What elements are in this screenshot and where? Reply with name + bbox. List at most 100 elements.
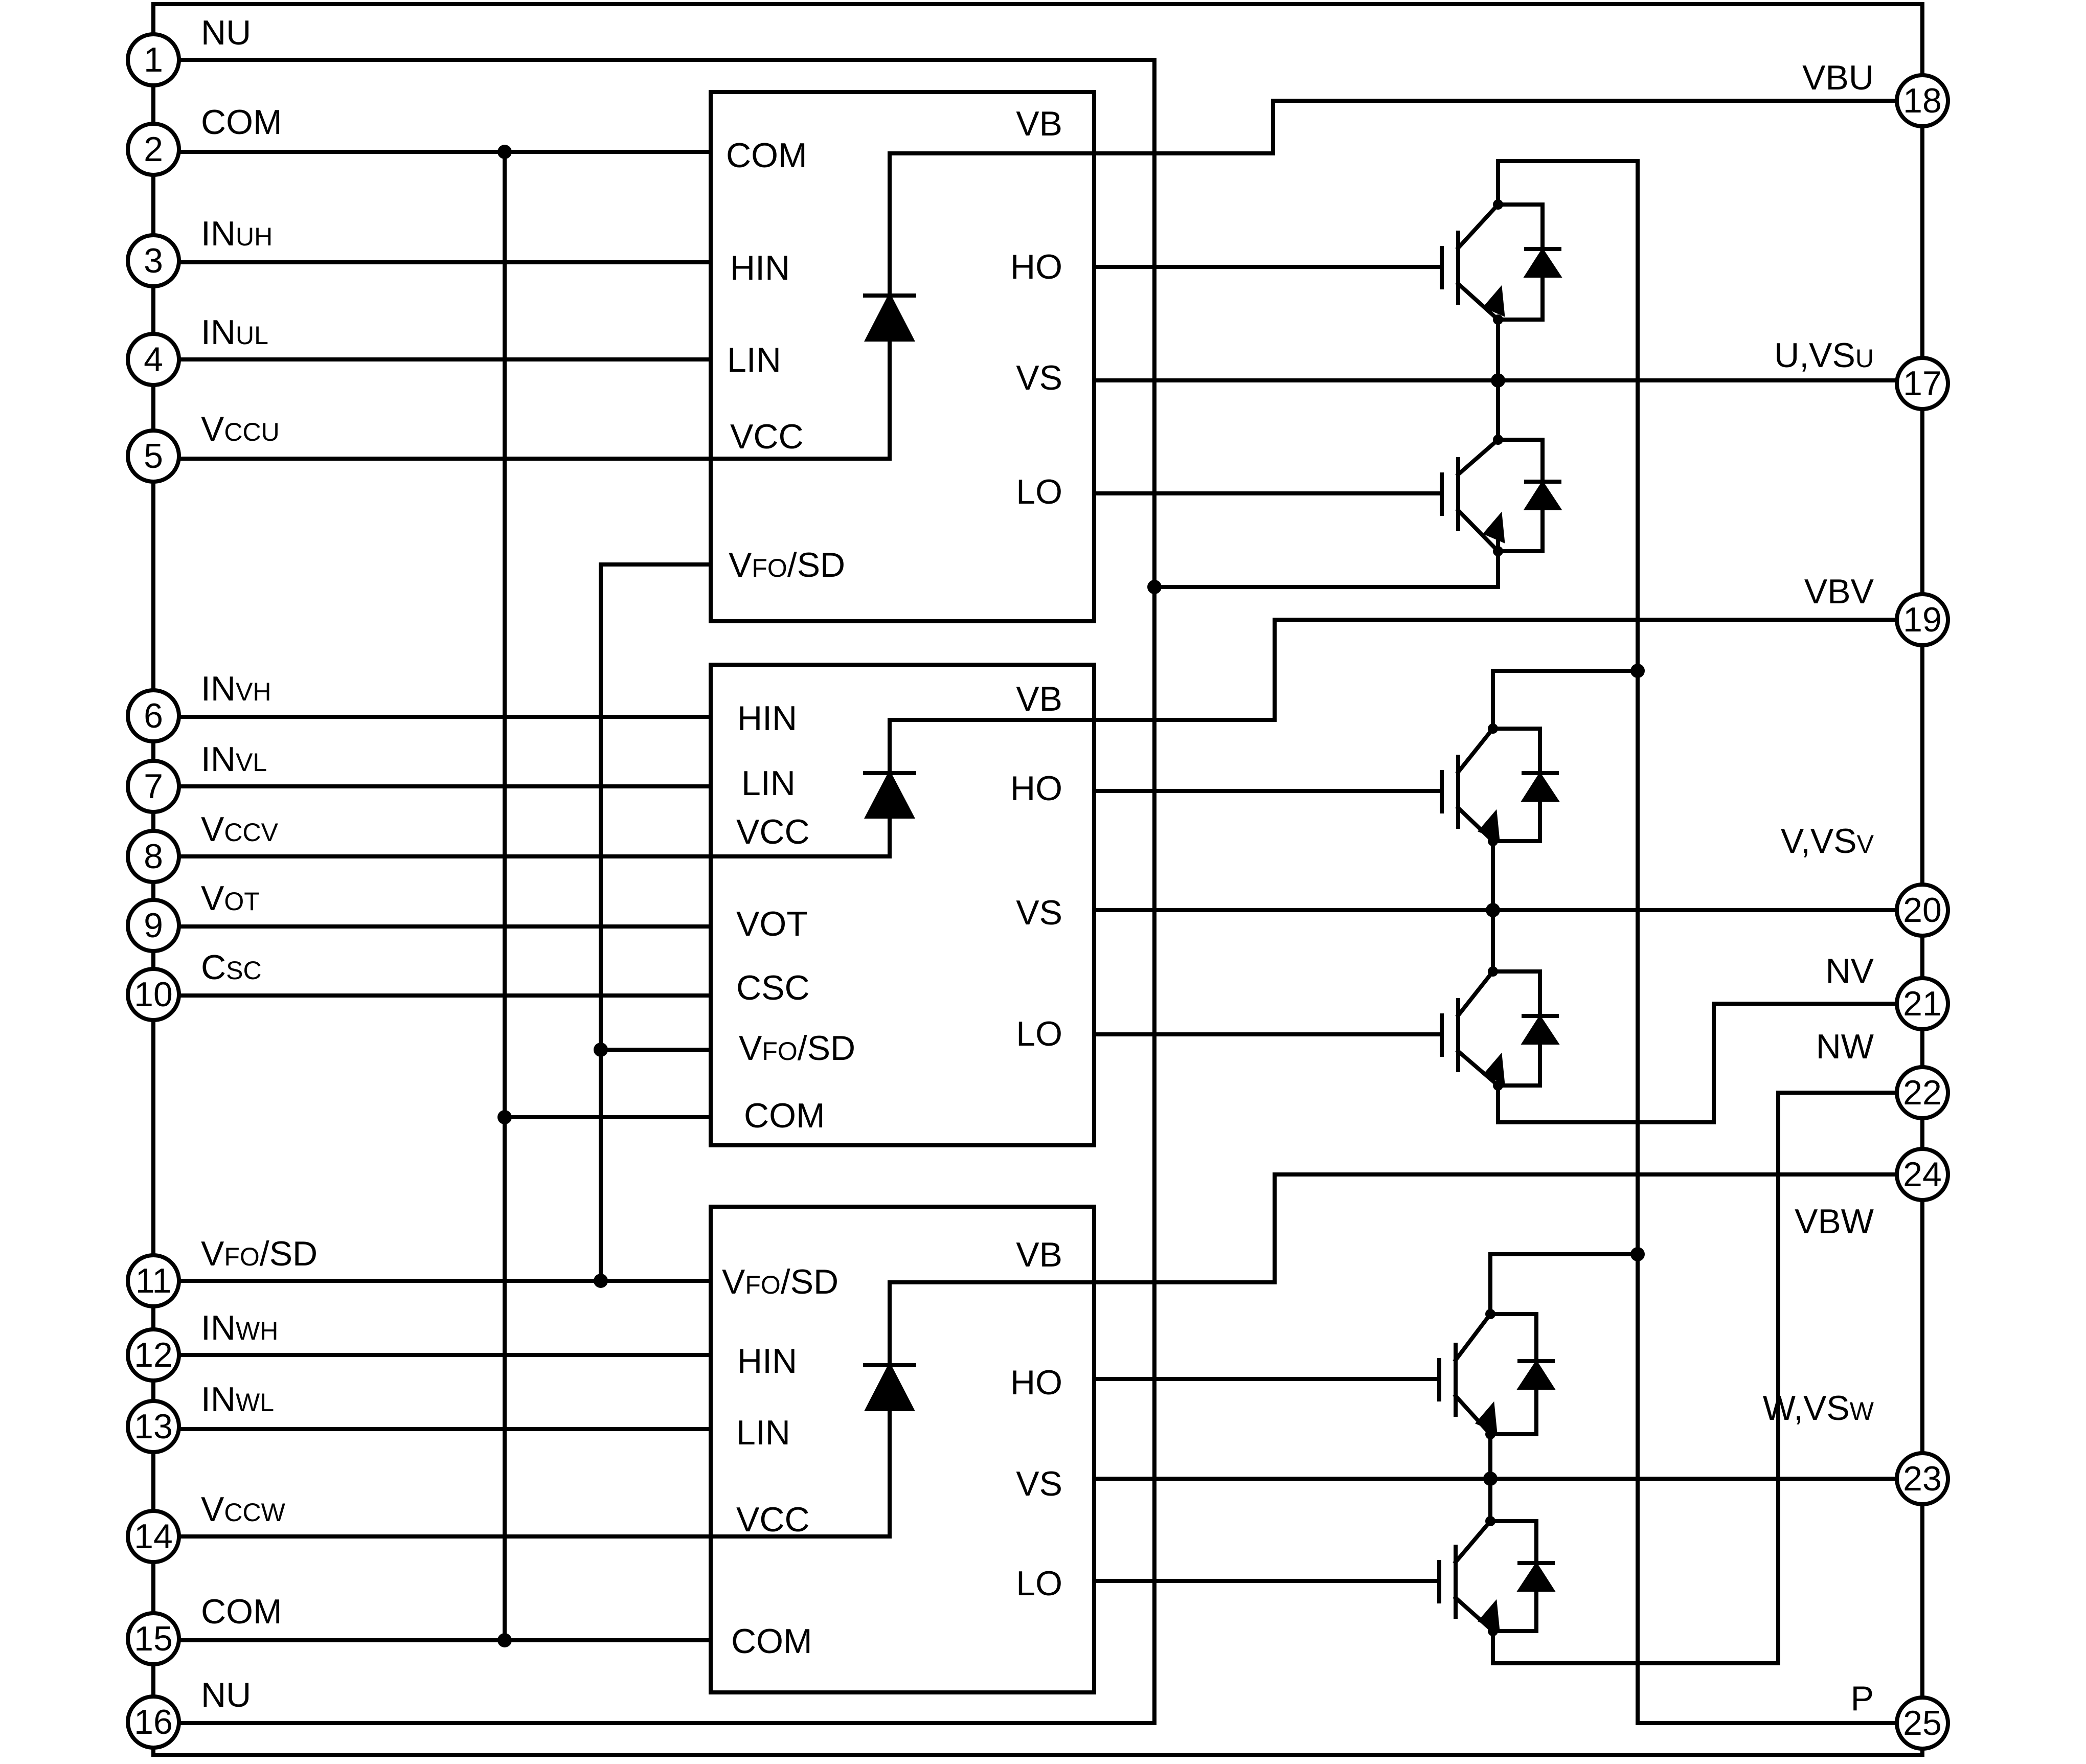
pin-circle [126, 688, 181, 743]
pin-label-main: IN [201, 740, 236, 779]
driver-input-label: CSC [736, 968, 810, 1007]
pin-number: 1 [144, 40, 163, 79]
driver-input-label-tail: /SD [787, 546, 845, 584]
pin-label-main: U,VS [1774, 336, 1855, 375]
pin-label-main: NU [201, 13, 251, 52]
pin-circle [126, 1694, 181, 1750]
pin-label: INUH [201, 214, 273, 253]
driver-input-label: LIN [727, 341, 781, 379]
pin-label-tail: /SD [260, 1234, 318, 1273]
pin-label: INVH [201, 669, 271, 708]
pin-number: 5 [144, 437, 163, 476]
driver-input-label-main: VCC [736, 812, 810, 851]
pin-label-main: VBU [1802, 58, 1874, 97]
pin-circle [126, 1253, 181, 1308]
pin-number: 15 [134, 1619, 173, 1658]
pin-label: W,VSW [1763, 1389, 1874, 1428]
pin-circle [126, 1327, 181, 1383]
pin-label-main: COM [201, 103, 282, 142]
pin-circle [1895, 1065, 1950, 1120]
driver-input-label: HIN [737, 699, 797, 738]
pin-label-main: IN [201, 1308, 236, 1347]
igbt-u-high [1440, 159, 1562, 382]
pin-circle [1895, 1695, 1950, 1751]
junction-dots [497, 145, 1645, 1647]
pin-label-sub: UH [236, 222, 273, 251]
pin-label-sub: WH [236, 1317, 278, 1345]
igbt-u-low [1440, 378, 1562, 554]
pin-circle [126, 829, 181, 884]
right-pin-19: 19 VBV [1804, 572, 1950, 647]
pin-label: VFO/SD [201, 1234, 318, 1273]
pin-circle [126, 1611, 181, 1666]
right-pin-20: 20V,VSV [1781, 822, 1950, 938]
pin-circle [126, 759, 181, 814]
pin-circle [1895, 1147, 1950, 1202]
driver-output-label: HO [1010, 247, 1062, 286]
pin-number: 7 [144, 767, 163, 806]
pin-label: VOT [201, 879, 260, 918]
pin-circle [1895, 73, 1950, 128]
pin-label: P [1851, 1679, 1874, 1718]
pin-label-sub: VH [236, 677, 271, 706]
igbt-v-low [1440, 908, 1560, 1089]
driver-output-label: VB [1016, 680, 1062, 718]
pin-label: VCCW [201, 1490, 286, 1529]
driver-input-label: HIN [737, 1342, 797, 1381]
pin-number: 3 [144, 241, 163, 280]
pin-number: 17 [1903, 364, 1942, 403]
pin-label: INWL [201, 1380, 274, 1419]
driver-input-label: LIN [741, 764, 796, 803]
pin-circle [1895, 1451, 1950, 1506]
driver-ic-w [709, 1205, 1096, 1694]
driver-input-label-main: LIN [736, 1413, 790, 1452]
pin-number: 8 [144, 837, 163, 876]
driver-output-label: LO [1016, 472, 1062, 511]
driver-input-label-main: V [739, 1029, 762, 1068]
driver-input-label-sub: FO [752, 554, 787, 582]
driver-input-label-main: COM [731, 1622, 812, 1661]
pin-number: 25 [1903, 1704, 1942, 1743]
right-pin-17: 17 U,VSU [1774, 336, 1950, 411]
driver-input-label: COM [744, 1096, 825, 1135]
pin-label: INWH [201, 1308, 278, 1347]
driver-input-label-sub: FO [762, 1037, 797, 1066]
pin-label: NV [1826, 952, 1874, 990]
pin-label-main: VBW [1795, 1202, 1874, 1241]
pin-label-sub: WL [236, 1388, 274, 1417]
driver-input-label-sub: FO [745, 1271, 780, 1299]
driver-input-label: VFO/SD [739, 1029, 855, 1068]
pin-label-sub: OT [224, 887, 259, 916]
driver-output-label: VB [1016, 104, 1062, 143]
pin-label-sub: UL [236, 321, 268, 350]
pin-label: VBU [1802, 58, 1874, 97]
bootstrap-diode-v [863, 770, 916, 819]
pin-number: 6 [144, 696, 163, 735]
igbt-v-high [1440, 669, 1560, 912]
pin-label-main: NV [1826, 952, 1874, 990]
left-pin-6: 6 INVH [126, 669, 271, 743]
pin-label-sub: W [1850, 1397, 1874, 1426]
driver-ic-u [709, 90, 1096, 623]
driver-input-label-main: V [729, 546, 752, 584]
pin-number: 13 [134, 1407, 173, 1446]
driver-input-label-tail: /SD [781, 1262, 838, 1301]
pin-label: NU [201, 1676, 251, 1714]
pin-number: 9 [144, 906, 163, 945]
pin-label-main: IN [201, 214, 236, 253]
right-pin-25: 25 P [1851, 1679, 1950, 1751]
driver-input-label: VCC [730, 417, 804, 456]
driver-output-label: HO [1010, 1363, 1062, 1402]
left-pins: 1NU2COM3INUH4INUL5VCCU6INVH7INVL8VCCV9VO… [126, 13, 318, 1750]
pin-label-sub: CCU [224, 418, 279, 446]
pin-label: U,VSU [1774, 336, 1874, 375]
pin-number: 19 [1903, 600, 1942, 639]
driver-output-label: HO [1010, 769, 1062, 808]
pin-label-main: VBV [1804, 572, 1874, 611]
